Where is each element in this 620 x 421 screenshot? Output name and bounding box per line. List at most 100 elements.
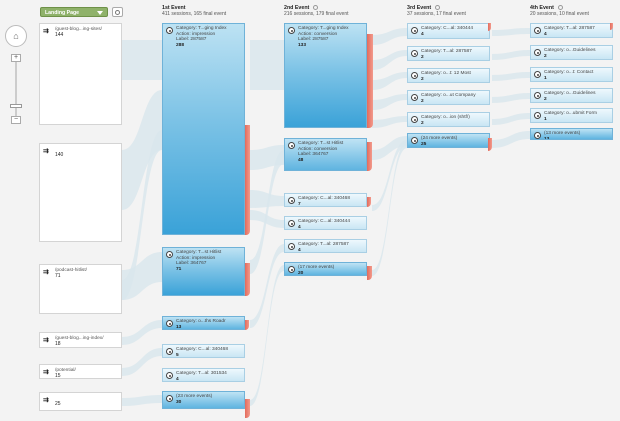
flow-band[interactable] (372, 116, 407, 128)
flow-band[interactable] (492, 50, 530, 60)
flow-band[interactable] (122, 252, 162, 300)
drop-off-bar[interactable] (367, 197, 371, 207)
drop-off-bar[interactable] (488, 23, 491, 31)
flow-arrow-icon: ⇉ (43, 148, 49, 155)
flow-band[interactable] (250, 244, 284, 328)
pan-control-home-icon[interactable]: ⌂ (5, 25, 27, 47)
landing-page-node[interactable]: ⇉ 25 (39, 392, 122, 411)
event-node[interactable]: Category: T...st Hitlist Action: convers… (284, 138, 367, 171)
flow-band[interactable] (492, 131, 530, 148)
gear-icon[interactable] (313, 5, 319, 11)
event-category: Category: T...al: 287587 (544, 26, 595, 31)
column-stats: 216 sessions, 179 final event (284, 11, 349, 17)
event-icon (288, 266, 295, 273)
event-node[interactable]: (13 more events)13 (530, 128, 613, 140)
drop-off-bar[interactable] (245, 320, 249, 330)
flow-band[interactable] (122, 395, 162, 406)
event-icon (288, 197, 295, 204)
event-node[interactable]: (17 more events)20 (284, 262, 367, 276)
zoom-slider-track[interactable] (15, 60, 17, 116)
landing-page-node[interactable]: ⇉ /guest-blog...ing-sites/ 144 (39, 23, 122, 125)
column-header-1st-event: 1st Event 411 sessions, 165 final event (162, 5, 226, 17)
event-category: Category: T...st Hitlist (298, 141, 344, 146)
flow-band[interactable] (372, 72, 407, 90)
zoom-in-button[interactable]: + (11, 54, 21, 62)
event-label: Label: 287587 (176, 37, 207, 43)
event-count: 2 (421, 98, 424, 104)
column-title: 4th Event (530, 5, 554, 11)
event-node[interactable]: Category: T...st Hitlist Action: impress… (162, 247, 245, 296)
drop-off-bar[interactable] (367, 142, 372, 171)
drop-off-bar[interactable] (245, 399, 250, 418)
event-node[interactable]: (24 more events)25 (407, 133, 490, 148)
landing-page-node[interactable]: ⇉ /potential/ 15 (39, 364, 122, 379)
gear-icon[interactable] (557, 5, 563, 11)
drop-off-bar[interactable] (245, 125, 250, 235)
flow-band[interactable] (372, 28, 407, 45)
drop-off-bar[interactable] (488, 138, 492, 151)
zoom-out-button[interactable]: − (11, 116, 21, 124)
event-count: 2 (544, 53, 547, 59)
event-icon (411, 94, 418, 101)
flow-band[interactable] (250, 40, 284, 90)
flow-band[interactable] (492, 72, 530, 81)
event-node[interactable]: Category: o...ion (shtf/)2 (407, 112, 490, 127)
settings-gear-button[interactable] (112, 7, 123, 17)
event-node[interactable]: Category: T...ging Index Action: impress… (162, 23, 245, 235)
zoom-slider-handle[interactable] (10, 104, 22, 108)
flow-arrow-icon: ⇉ (43, 28, 49, 35)
event-icon (288, 142, 295, 149)
flow-band[interactable] (122, 90, 162, 210)
landing-page-dropdown[interactable]: Landing Page (40, 7, 108, 17)
flow-band[interactable] (372, 50, 407, 70)
flow-band[interactable] (250, 265, 284, 406)
flow-band[interactable] (372, 140, 407, 211)
event-node[interactable]: (23 more events)30 (162, 391, 245, 409)
event-icon (534, 49, 541, 56)
event-count: 5 (176, 352, 179, 358)
event-count: 2 (421, 54, 424, 60)
chevron-down-icon (97, 11, 103, 15)
event-category: Category: C...al: 340444 (421, 26, 473, 31)
flow-band[interactable] (122, 40, 162, 80)
flow-band[interactable] (492, 93, 530, 103)
event-count: 7 (298, 201, 301, 207)
flow-band[interactable] (122, 320, 162, 345)
flow-band[interactable] (250, 190, 284, 208)
drop-off-bar[interactable] (367, 34, 373, 128)
event-category: Category: T...al: 287587 (421, 49, 472, 54)
flow-band[interactable] (372, 94, 407, 110)
flow-band[interactable] (250, 150, 284, 274)
flow-band[interactable] (122, 130, 162, 300)
drop-off-bar[interactable] (610, 23, 613, 30)
event-category: (13 more events) (544, 131, 581, 136)
drop-off-bar[interactable] (245, 263, 250, 296)
event-category: Category: T...ging Index (298, 26, 349, 31)
flow-band[interactable] (372, 136, 407, 160)
flow-band[interactable] (122, 348, 162, 376)
flow-band[interactable] (492, 113, 530, 125)
flow-band[interactable] (492, 28, 530, 36)
gear-icon[interactable] (435, 5, 441, 11)
landing-page-node[interactable]: ⇉ /podcast-hitlist/ 71 (39, 264, 122, 314)
flow-band[interactable] (372, 142, 407, 276)
landing-page-node[interactable]: ⇉ 140 (39, 143, 122, 242)
event-node[interactable]: Category: T...ging Index Action: convers… (284, 23, 367, 128)
drop-off-bar[interactable] (367, 266, 372, 280)
landing-page-node[interactable]: ⇉ /guest-blog...ing-index/ 18 (39, 332, 122, 348)
